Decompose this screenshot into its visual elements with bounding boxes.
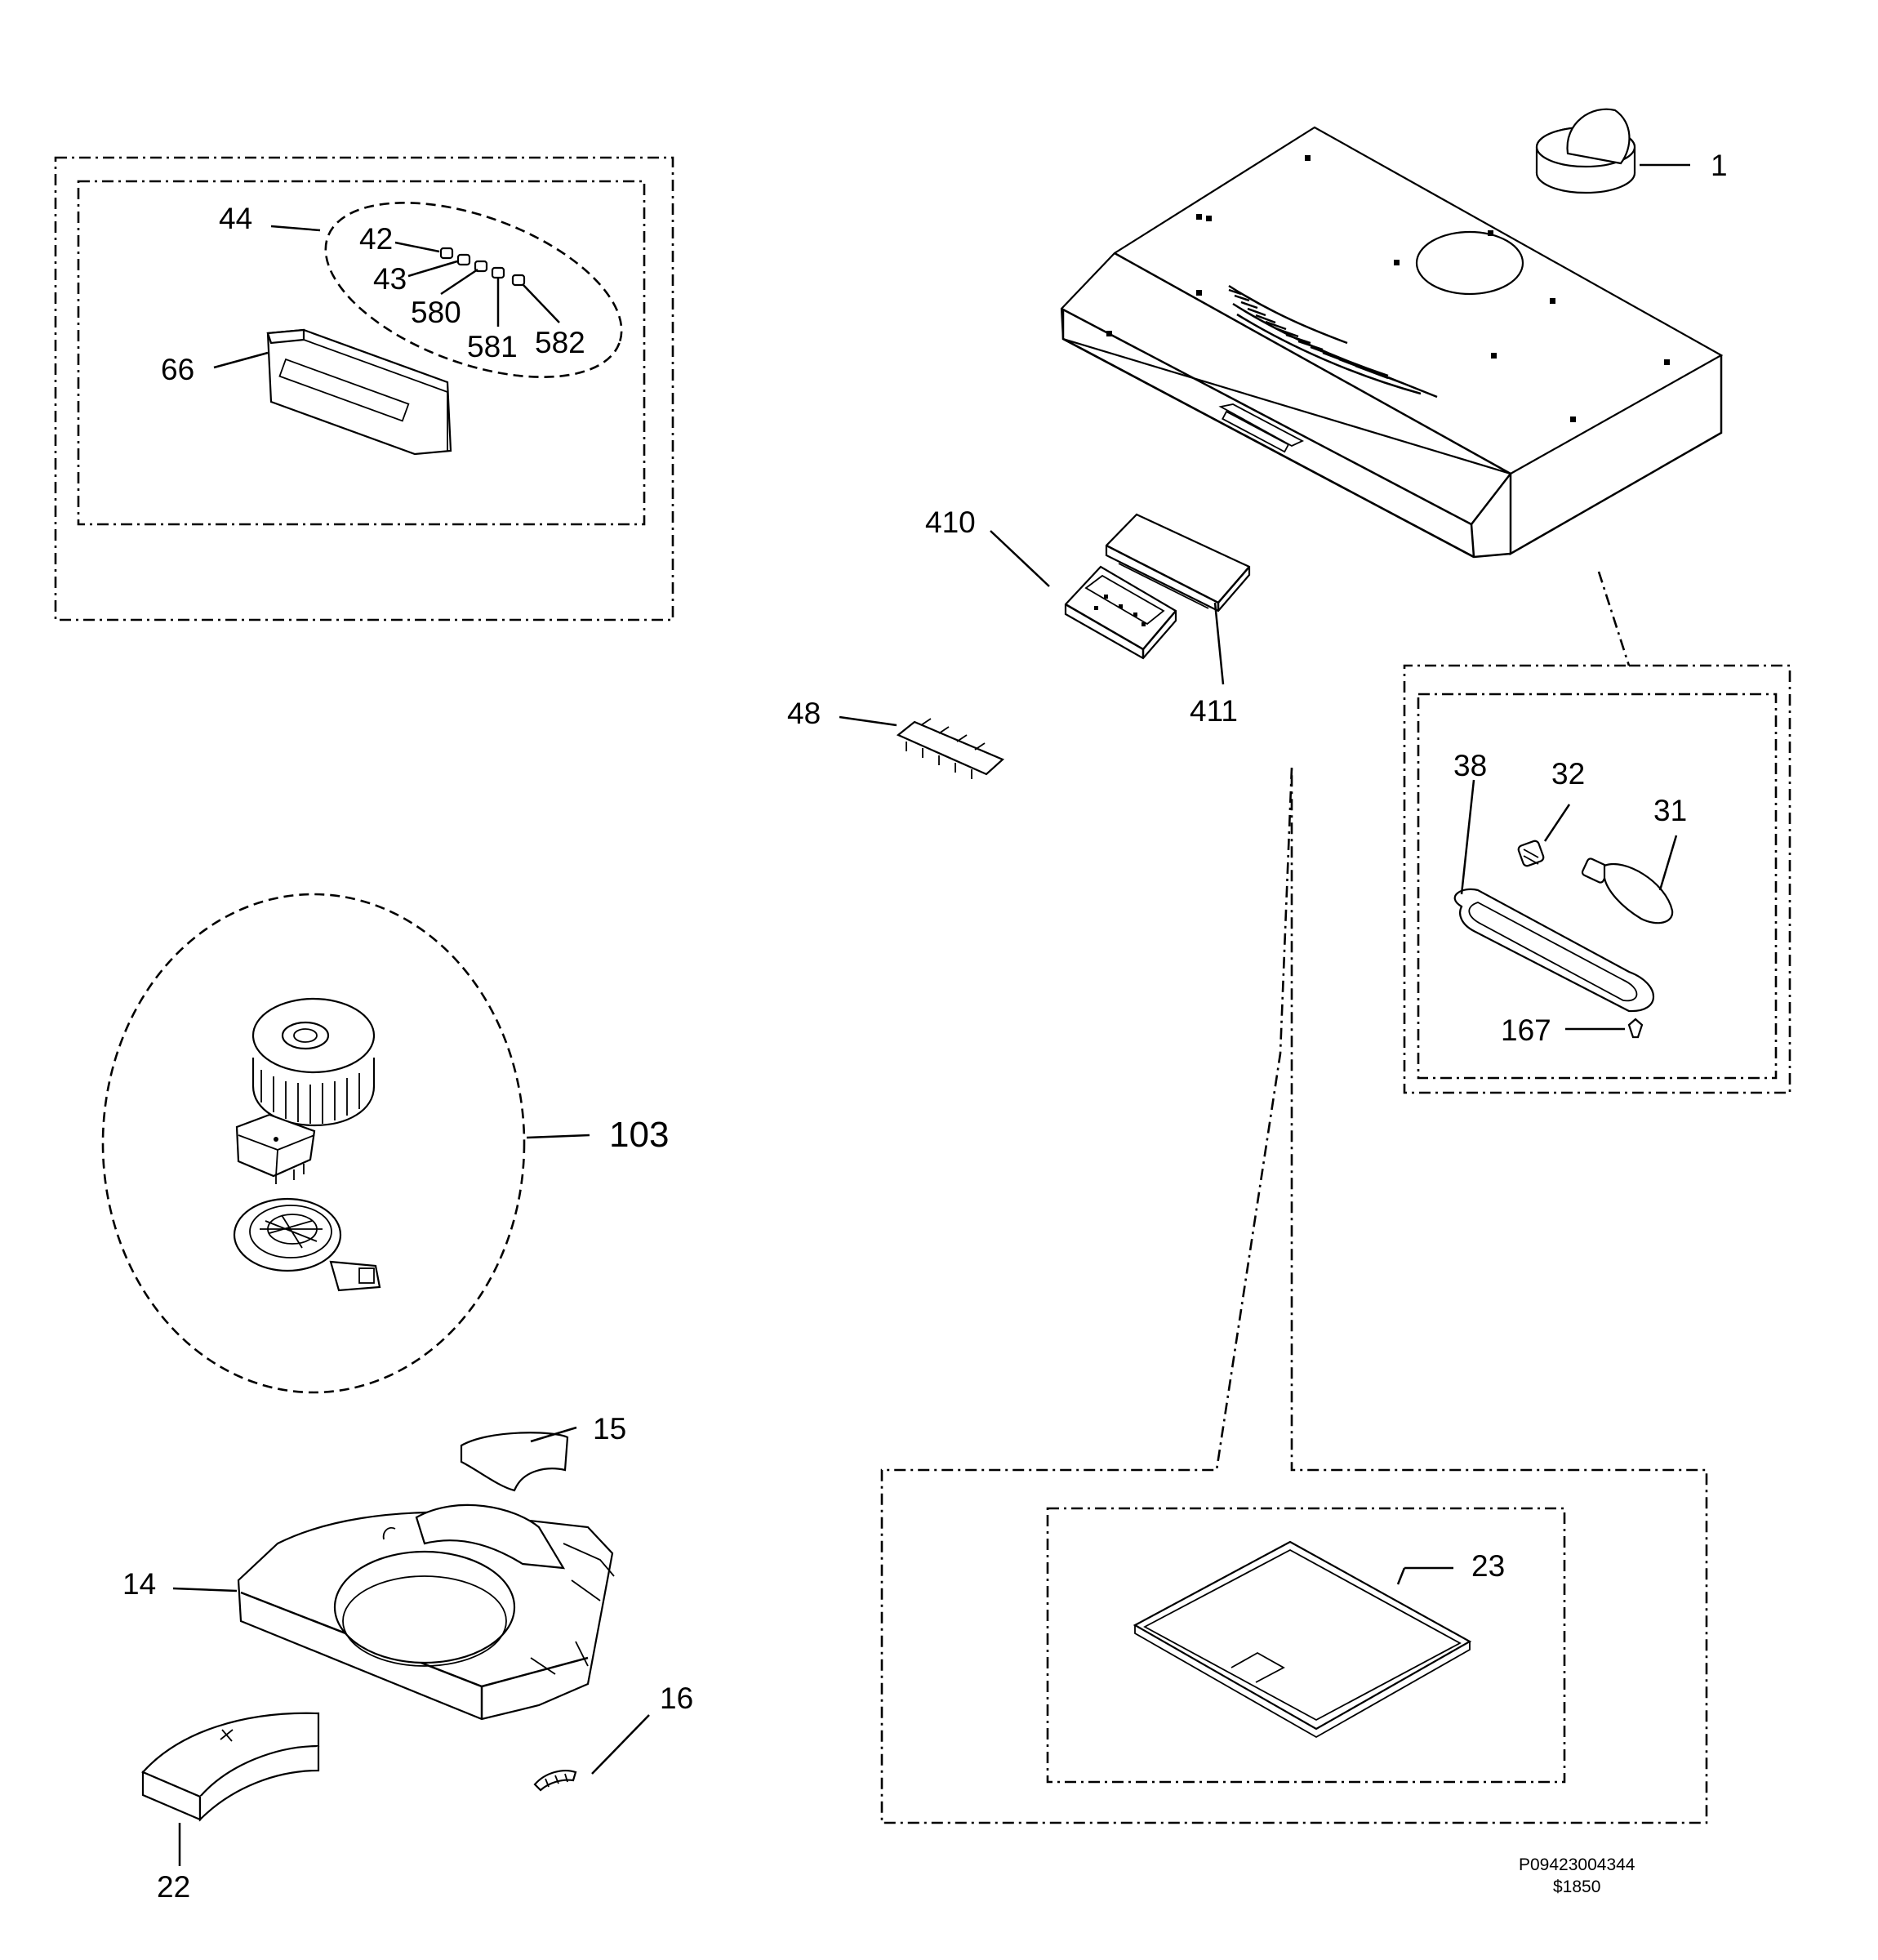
bulb-31 bbox=[1581, 858, 1674, 924]
label-581: 581 bbox=[467, 330, 518, 363]
duct-opening bbox=[1415, 230, 1524, 296]
blower-motor bbox=[235, 1113, 316, 1184]
knob-581 bbox=[491, 266, 505, 279]
light-group: 38 32 31 167 bbox=[1403, 571, 1791, 1094]
label-103: 103 bbox=[609, 1115, 669, 1155]
label-43: 43 bbox=[373, 262, 407, 296]
knob-582 bbox=[511, 274, 526, 287]
cutoff-15 bbox=[460, 1432, 569, 1492]
light-group-inner-frame bbox=[1417, 693, 1778, 1080]
leader-580 bbox=[440, 268, 478, 296]
label-42: 42 bbox=[359, 222, 393, 256]
label-23: 23 bbox=[1471, 1549, 1505, 1583]
label-44: 44 bbox=[219, 202, 252, 235]
label-410: 410 bbox=[925, 506, 976, 539]
leader-32 bbox=[1543, 804, 1571, 842]
duct-piece-22 bbox=[141, 1712, 320, 1822]
blower-kit-boundary bbox=[101, 893, 526, 1394]
leader-16 bbox=[591, 1714, 650, 1775]
blower-wheel bbox=[251, 997, 376, 1127]
diagram-price: $1850 bbox=[1553, 1878, 1600, 1896]
lens-38 bbox=[1453, 888, 1654, 1013]
leader-48 bbox=[839, 715, 897, 727]
label-582: 582 bbox=[535, 326, 585, 359]
leader-31 bbox=[1658, 835, 1678, 891]
leader-103 bbox=[526, 1134, 590, 1139]
housing-14 bbox=[237, 1503, 615, 1721]
control-box-cover bbox=[1105, 513, 1251, 612]
blower-housing-plate bbox=[233, 1197, 381, 1292]
leader-15 bbox=[530, 1426, 577, 1443]
label-31: 31 bbox=[1653, 794, 1687, 827]
control-box bbox=[1064, 565, 1177, 660]
label-32: 32 bbox=[1551, 757, 1585, 791]
knob-43 bbox=[456, 253, 471, 266]
leader-14 bbox=[172, 1587, 238, 1592]
filter-vents bbox=[1228, 284, 1438, 399]
label-16: 16 bbox=[660, 1682, 693, 1715]
label-14: 14 bbox=[122, 1567, 156, 1601]
leader-66 bbox=[213, 351, 269, 369]
leader-43 bbox=[407, 260, 458, 278]
switch-kit-boundary bbox=[324, 202, 623, 378]
knob-580 bbox=[474, 260, 488, 273]
damper-1: 1 bbox=[1535, 108, 1728, 194]
label-22: 22 bbox=[157, 1870, 190, 1904]
filter-group-inner-frame bbox=[1046, 1507, 1566, 1784]
terminal-block-48 bbox=[896, 718, 1005, 779]
label-48: 48 bbox=[787, 697, 821, 730]
leader-411 bbox=[1213, 602, 1225, 685]
label-167: 167 bbox=[1501, 1013, 1551, 1047]
switch-knobs bbox=[439, 247, 526, 287]
label-411: 411 bbox=[1190, 694, 1238, 728]
screw-167 bbox=[1627, 1018, 1644, 1039]
leader-38 bbox=[1460, 779, 1475, 895]
grease-filter-23 bbox=[1133, 1540, 1472, 1739]
leader-42 bbox=[394, 241, 440, 253]
filter-group: 23 bbox=[880, 767, 1708, 1824]
label-38: 38 bbox=[1453, 749, 1487, 782]
control-bezel-66 bbox=[266, 328, 452, 456]
label-580: 580 bbox=[411, 296, 461, 329]
blower-kit-group: 103 bbox=[101, 893, 669, 1394]
knob-42 bbox=[439, 247, 454, 260]
leader-44 bbox=[270, 225, 321, 232]
label-66: 66 bbox=[161, 353, 194, 386]
leader-582 bbox=[522, 283, 560, 323]
control-group-outer-frame bbox=[54, 156, 674, 621]
socket-32 bbox=[1517, 840, 1545, 867]
label-1: 1 bbox=[1711, 149, 1728, 182]
diagram-code: P09423004344 bbox=[1519, 1855, 1635, 1874]
clip-16 bbox=[533, 1770, 577, 1792]
control-panel-group: 44 42 43 580 581 582 66 bbox=[54, 156, 674, 621]
control-group-inner-frame bbox=[77, 180, 646, 526]
label-15: 15 bbox=[593, 1412, 626, 1446]
leader-410 bbox=[990, 530, 1050, 587]
leader-23 bbox=[1396, 1567, 1406, 1585]
control-slot bbox=[1218, 403, 1305, 448]
range-hood-body bbox=[1060, 126, 1724, 559]
